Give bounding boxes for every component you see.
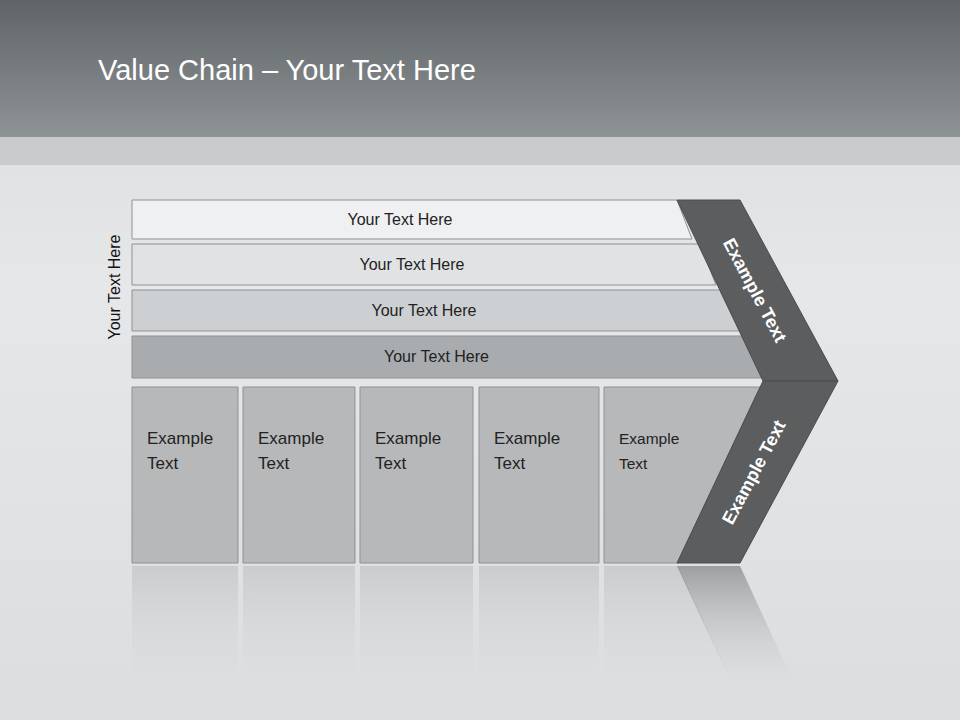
header-strip (0, 137, 960, 165)
activity-box: Example Text (360, 387, 473, 563)
band: Your Text Here (132, 200, 692, 239)
band: Your Text Here (132, 336, 765, 378)
activity-box-label: Example Text (619, 426, 679, 476)
band-label: Your Text Here (132, 244, 692, 285)
activity-box-label: Example Text (258, 426, 348, 476)
header-bar (0, 0, 960, 137)
activity-box-label: Example Text (494, 426, 592, 476)
activity-box-outline (132, 387, 238, 563)
reflection (132, 566, 800, 696)
band: Your Text Here (132, 290, 740, 331)
chevron-arm: Example Text (677, 200, 838, 381)
slide-title: Value Chain – Your Text Here (98, 54, 476, 87)
axis-label: Your Text Here (106, 235, 124, 340)
activity-box: Example Text (479, 387, 599, 563)
activity-box: Example Text (243, 387, 355, 563)
activity-box-outline (479, 387, 599, 563)
activity-box-outline (360, 387, 473, 563)
band-label: Your Text Here (132, 336, 741, 378)
activity-box-outline (243, 387, 355, 563)
activity-box-label: Example Text (375, 426, 466, 476)
activity-box: Example Text (132, 387, 238, 563)
chevron-arm: Example Text (677, 381, 838, 563)
band: Your Text Here (132, 244, 716, 285)
band-label: Your Text Here (132, 200, 668, 239)
activity-box-label: Example Text (147, 426, 231, 476)
band-label: Your Text Here (132, 290, 716, 331)
